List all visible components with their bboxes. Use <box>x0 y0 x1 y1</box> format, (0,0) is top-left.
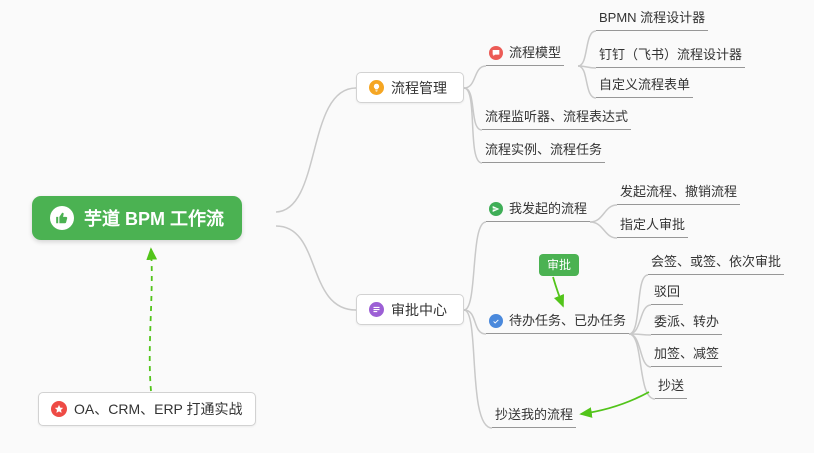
node-label: 流程监听器、流程表达式 <box>485 109 629 124</box>
node-label: BPMN 流程设计器 <box>599 10 706 25</box>
node-label: 流程实例、流程任务 <box>485 142 603 157</box>
dashed-arrow-oa-to-root <box>146 247 158 392</box>
node-process-management[interactable]: 流程管理 <box>356 72 464 103</box>
node-dingtalk-feishu-designer[interactable]: 钉钉（飞书）流程设计器 <box>596 47 746 68</box>
connector <box>628 274 649 335</box>
node-label: 钉钉（飞书）流程设计器 <box>599 47 743 62</box>
node-initiate-cancel-process[interactable]: 发起流程、撤销流程 <box>617 184 741 205</box>
connector <box>463 87 483 164</box>
cc-arrow <box>579 391 650 418</box>
node-label: 指定人审批 <box>620 217 686 232</box>
node-my-initiated-process[interactable]: 我发起的流程 <box>486 201 591 222</box>
lightbulb-icon <box>369 80 384 95</box>
connector <box>275 225 357 311</box>
node-bpmn-designer[interactable]: BPMN 流程设计器 <box>596 10 709 31</box>
node-todo-done-tasks[interactable]: 待办任务、已办任务 <box>486 313 630 334</box>
node-label: 抄送我的流程 <box>495 407 574 422</box>
approval-badge: 审批 <box>539 254 580 276</box>
node-label: 发起流程、撤销流程 <box>620 184 738 199</box>
node-label: 流程管理 <box>391 79 447 96</box>
connector <box>463 221 487 311</box>
check-icon <box>489 314 503 328</box>
node-process-instance-task[interactable]: 流程实例、流程任务 <box>482 142 606 163</box>
node-label: 驳回 <box>654 284 681 299</box>
node-label: 我发起的流程 <box>509 201 588 216</box>
node-label: 待办任务、已办任务 <box>509 313 627 328</box>
approval-arrow <box>552 276 565 308</box>
connector <box>628 304 652 335</box>
connector <box>589 204 618 223</box>
node-approval-center[interactable]: 审批中心 <box>356 294 464 325</box>
node-process-listener-expression[interactable]: 流程监听器、流程表达式 <box>482 109 632 130</box>
star-icon <box>51 401 67 417</box>
connector <box>463 65 487 89</box>
connector <box>463 309 487 335</box>
node-label: OA、CRM、ERP 打通实战 <box>74 401 243 417</box>
chat-bubble-icon <box>489 46 503 60</box>
list-icon <box>369 302 384 317</box>
node-label: 委派、转办 <box>654 314 720 329</box>
node-label: 加签、减签 <box>654 346 720 361</box>
node-label: 审批中心 <box>391 301 447 318</box>
node-custom-form[interactable]: 自定义流程表单 <box>596 77 694 98</box>
node-process-model[interactable]: 流程模型 <box>486 45 565 66</box>
node-label: 抄送 <box>658 378 685 393</box>
node-cc[interactable]: 抄送 <box>655 378 688 399</box>
paper-plane-icon <box>489 202 503 216</box>
thumbs-up-icon <box>50 206 74 230</box>
node-reject[interactable]: 驳回 <box>651 284 684 305</box>
node-assign-approver[interactable]: 指定人审批 <box>617 217 689 238</box>
node-delegate-transfer[interactable]: 委派、转办 <box>651 314 723 335</box>
node-oa-crm-erp-practice[interactable]: OA、CRM、ERP 打通实战 <box>38 392 256 426</box>
root-node[interactable]: 芋道 BPM 工作流 <box>32 196 243 240</box>
node-cc-my-process[interactable]: 抄送我的流程 <box>492 407 577 428</box>
connector <box>628 333 656 400</box>
connector <box>463 309 493 429</box>
node-label: 流程模型 <box>509 45 562 60</box>
node-countersign[interactable]: 会签、或签、依次审批 <box>648 254 785 275</box>
root-label: 芋道 BPM 工作流 <box>84 209 225 229</box>
connector <box>589 221 618 239</box>
node-add-remove-sign[interactable]: 加签、减签 <box>651 346 723 367</box>
badge-label: 审批 <box>547 258 572 272</box>
connector <box>577 65 597 99</box>
node-label: 会签、或签、依次审批 <box>651 254 782 269</box>
connector <box>275 87 357 213</box>
node-label: 自定义流程表单 <box>599 77 691 92</box>
connector <box>577 30 597 67</box>
